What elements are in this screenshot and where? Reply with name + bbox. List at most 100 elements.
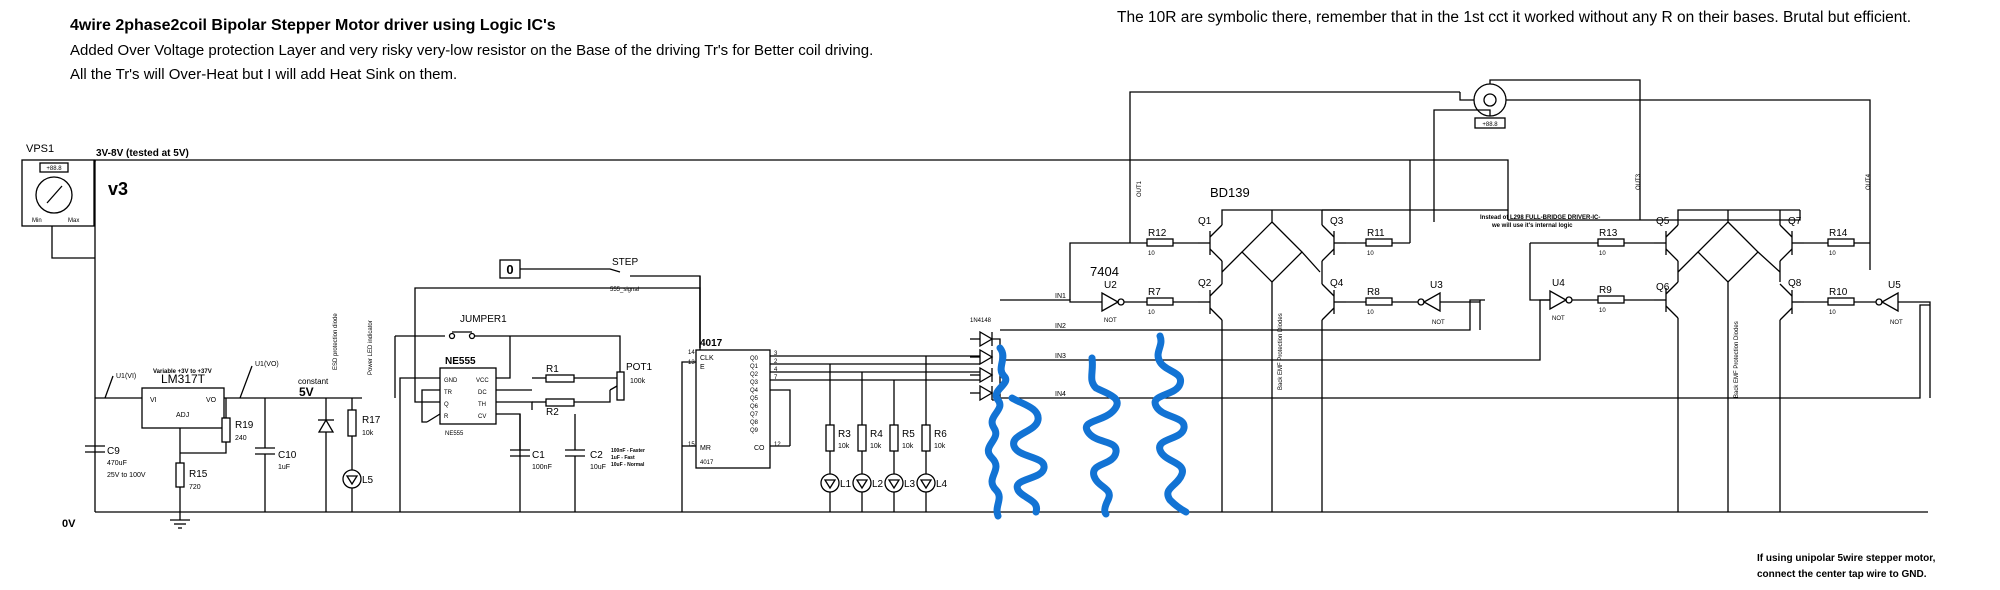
pin-clk: CLK (700, 355, 714, 362)
pin-12: 12 (774, 442, 781, 448)
out-q6: Q6 (750, 404, 759, 410)
out-q3: Q3 (750, 380, 759, 386)
c1-value: 100nF (532, 464, 552, 471)
q5-label: Q5 (1656, 216, 1670, 227)
ne555-label: NE555 (445, 356, 476, 367)
r8-value: 10 (1367, 310, 1374, 316)
l5-label: L5 (362, 475, 374, 486)
r17-value: 10k (362, 430, 374, 437)
signal-label: 555_signal (610, 287, 639, 293)
pin-th: TH (478, 402, 486, 408)
pin-mr: MR (700, 445, 711, 452)
r9-label: R9 (1599, 285, 1612, 296)
r12-value: 10 (1148, 251, 1155, 257)
vps-meter: +88.8 (46, 166, 62, 172)
r5-label: R5 (902, 429, 915, 440)
blue-squiggle-annotations (984, 332, 1190, 520)
out-q4: Q4 (750, 388, 759, 394)
r19-label: R19 (235, 420, 254, 431)
input-bus: IN1 IN2 IN3 IN4 (1000, 242, 1930, 399)
r15-label: R15 (189, 469, 208, 480)
r15-value: 720 (189, 484, 201, 491)
c9-value: 470uF (107, 460, 127, 467)
r10-label: R10 (1829, 287, 1848, 298)
q3-label: Q3 (1330, 216, 1344, 227)
c9-note: 25V to 100V (107, 472, 146, 479)
pin-tr: TR (444, 390, 453, 396)
out4-label: OUT4 (1866, 173, 1872, 190)
pot1-label: POT1 (626, 362, 653, 373)
u1vo-probe: U1(VO) (255, 361, 279, 368)
c1-label: C1 (532, 450, 545, 461)
r13-label: R13 (1599, 228, 1618, 239)
l4-label: L4 (936, 479, 948, 490)
in4-label: IN4 (1055, 391, 1066, 398)
ne555-sublabel: NE555 (445, 431, 464, 437)
pin-co: CO (754, 445, 765, 452)
q4-label: Q4 (1330, 278, 1344, 289)
u1vi-probe: U1(VI) (116, 373, 136, 380)
h-bridge-2: U4 NOT R9 10 R13 10 Q5 Q6 Back EMF (1322, 173, 1931, 512)
q2-label: Q2 (1198, 278, 1212, 289)
r8-label: R8 (1367, 287, 1380, 298)
in3-label: IN3 (1055, 353, 1066, 360)
vps1-power-supply: VPS1 +88.8 Min Max (21, 143, 95, 259)
diode-label: 1N4148 (970, 318, 992, 324)
cd4017-counter: 4017 4017 CLK E MR CO Q0 Q1 Q2 Q3 Q4 Q5 … (681, 338, 980, 512)
description-line-2: All the Tr's will Over-Heat but I will a… (70, 66, 458, 83)
out-q9: Q9 (750, 428, 759, 434)
h-bridge-1: BD139 7404 Instead of L298 FULL-BRIDGE D… (1080, 91, 1600, 512)
supply-label: 3V-8V (tested at 5V) (96, 148, 189, 159)
jumper-label: JUMPER1 (460, 314, 507, 325)
u5-not: NOT (1890, 320, 1903, 326)
pin-vcc: VCC (476, 378, 489, 384)
r4-value: 10k (870, 443, 882, 450)
pin-2: 2 (774, 359, 778, 365)
out1-label: OUT1 (1137, 180, 1143, 197)
diode-array: 1N4148 (970, 318, 1001, 402)
r11-label: R11 (1367, 228, 1385, 239)
r7-label: R7 (1148, 287, 1161, 298)
4017-outputs: Q0 Q1 Q2 Q3 Q4 Q5 Q6 Q7 Q8 Q9 (750, 356, 759, 434)
c2-label: C2 (590, 450, 603, 461)
pin-r: R (444, 414, 449, 420)
c2-note-3: 10uF - Normal (611, 462, 645, 468)
step-value: 0 (506, 262, 513, 277)
out-q0: Q0 (750, 356, 759, 362)
esd-and-led: ESD protection diode R17 10k L5 Power LE… (317, 313, 381, 512)
pin-13: 13 (688, 360, 695, 366)
lm317-label: LM317T (161, 372, 206, 386)
q7-label: Q7 (1788, 216, 1802, 227)
r1-label: R1 (546, 364, 559, 375)
pin-q: Q (444, 402, 449, 408)
l3-label: L3 (904, 479, 916, 490)
4017-sublabel: 4017 (700, 460, 714, 466)
instead-note-1: Instead of L298 FULL-BRIDGE DRIVER-IC- (1480, 215, 1600, 221)
lm317-adj: ADJ (176, 412, 189, 419)
lm317-vo: VO (206, 397, 217, 404)
description-line-1: Added Over Voltage protection Layer and … (70, 42, 874, 59)
emf-label-2: Back EMF Protection Diodes (1734, 321, 1740, 398)
u3-label: U3 (1430, 280, 1443, 291)
pin-dc: DC (478, 390, 487, 396)
u4-not: NOT (1552, 316, 1565, 322)
stepper-motor: +88.8 (1433, 79, 1871, 270)
c2-note-1: 100nF - Faster (611, 448, 645, 454)
r12-label: R12 (1148, 228, 1167, 239)
ground-label: 0V (62, 518, 76, 530)
pot1-value: 100k (630, 378, 646, 385)
q8-label: Q8 (1788, 278, 1802, 289)
supply-rail: 3V-8V (tested at 5V) v3 (94, 148, 1509, 220)
c9-label: C9 (107, 446, 120, 457)
out-q7: Q7 (750, 412, 759, 418)
lm317-regulator: LM317T Variable +3V to +37V VI VO ADJ U1… (85, 361, 362, 529)
constant-label: constant (298, 377, 329, 386)
vps-max: Max (68, 218, 79, 224)
c2-value: 10uF (590, 464, 606, 471)
bd139-label: BD139 (1210, 185, 1250, 200)
footer-line-1: If using unipolar 5wire stepper motor, (1757, 553, 1936, 564)
pin-7: 7 (774, 375, 778, 381)
in2-label: IN2 (1055, 323, 1066, 330)
pin-cv: CV (478, 414, 486, 420)
